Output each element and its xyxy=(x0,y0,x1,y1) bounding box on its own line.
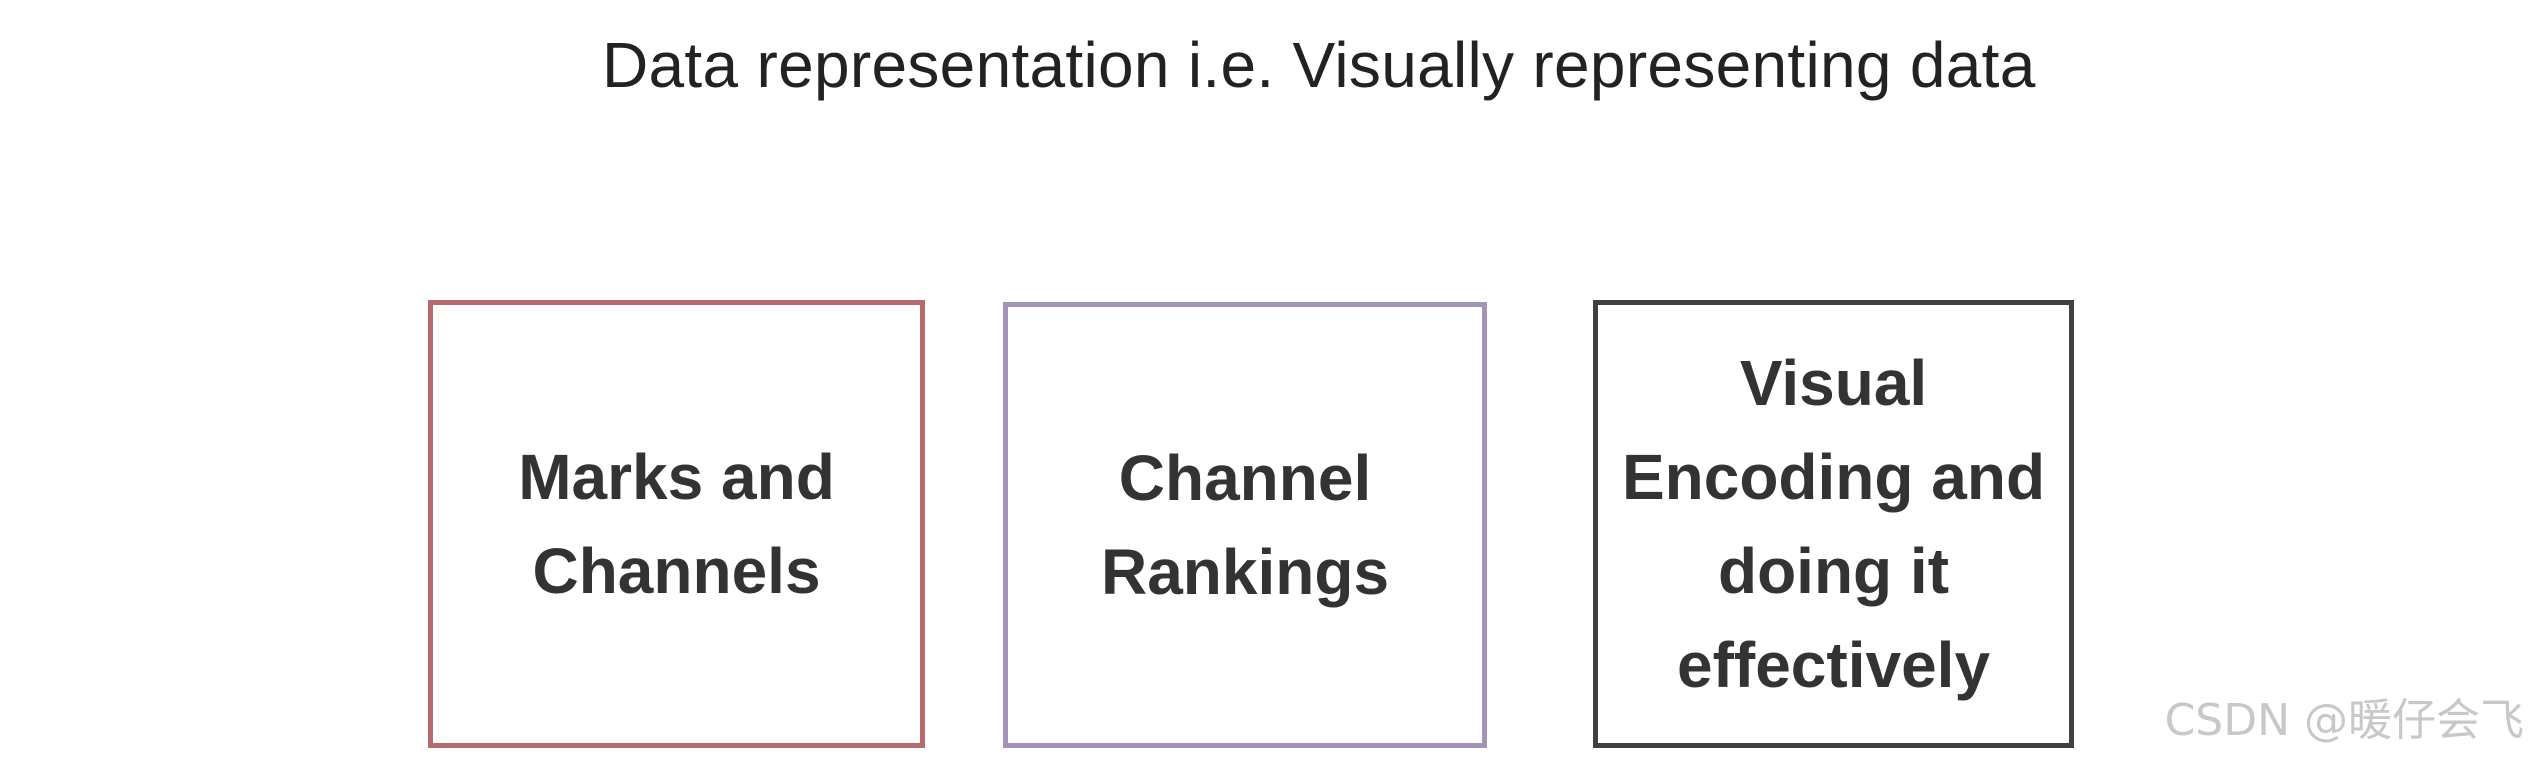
box-label: Marks and Channels xyxy=(518,441,835,607)
box-label: Channel Rankings xyxy=(1100,442,1390,608)
watermark: CSDN @暖仔会飞 xyxy=(2164,695,2524,746)
box-marks-and-channels: Marks and Channels xyxy=(428,300,925,748)
diagram-title: Data representation i.e. Visually repres… xyxy=(602,29,2036,101)
box-visual-encoding: Visual Encoding and doing it effectively xyxy=(1593,300,2074,748)
box-label: Visual Encoding and doing it effectively xyxy=(1621,347,2046,701)
box-channel-rankings: Channel Rankings xyxy=(1003,302,1487,748)
